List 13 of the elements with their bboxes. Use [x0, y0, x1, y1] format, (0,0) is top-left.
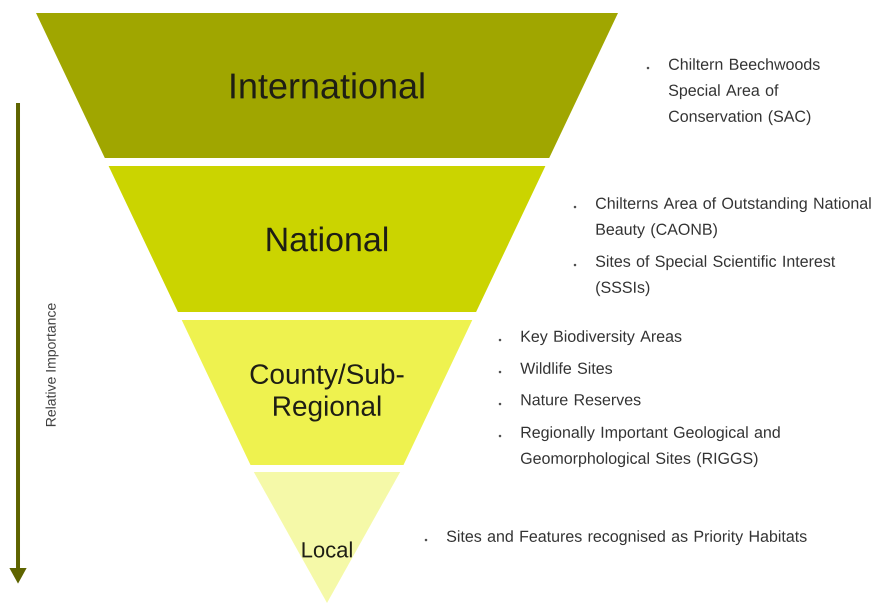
- pyramid-band: International: [36, 13, 618, 158]
- bullet-item: Nature Reserves: [498, 394, 641, 406]
- bullet-item: Sites and Features recognised as Priority Habitats: [424, 530, 807, 546]
- bullet-item: Sites of Special Scientific Interest (SSSIs): [574, 255, 836, 296]
- pyramid-band: County/Sub-Regional: [182, 320, 472, 465]
- bullet-item: Wildlife Sites: [498, 362, 612, 374]
- bullet-item: Chiltern Beechwoods Special Area of Conservation (SAC): [646, 58, 820, 126]
- axis-label: Relative Importance: [45, 303, 59, 426]
- bullet-item: Regionally Important Geological and Geomorphological Sites (RIGGS): [498, 426, 780, 468]
- pyramid-band: Local: [254, 472, 400, 603]
- pyramid-band: National: [108, 166, 546, 312]
- bullet-item: Key Biodiversity Areas: [498, 330, 682, 346]
- bullet-item: Chilterns Area of Outstanding National Beauty (CAONB): [574, 197, 871, 238]
